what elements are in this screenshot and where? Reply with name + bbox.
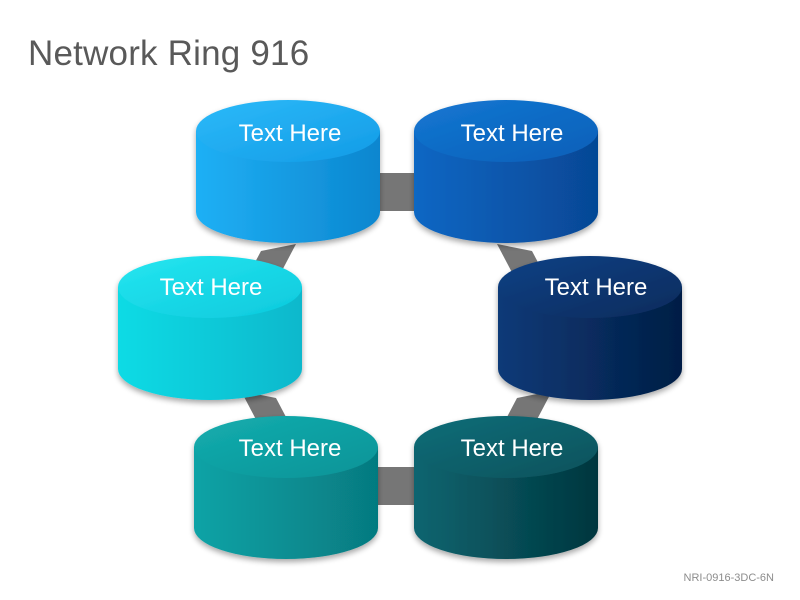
ring-node: Text Here: [414, 100, 598, 243]
cylinder-body: [414, 447, 598, 559]
ring-node: Text Here: [194, 416, 378, 559]
node-label: Text Here: [239, 120, 342, 147]
cylinder-top: [414, 416, 598, 478]
ring-node: Text Here: [498, 256, 682, 400]
connector-bottom: [372, 467, 420, 505]
slide-title: Network Ring 916: [28, 34, 310, 73]
cylinder-body: [196, 131, 380, 243]
node-label: Text Here: [461, 435, 564, 462]
cylinder-top: [414, 100, 598, 162]
cylinder-top: [118, 256, 302, 318]
ring-node: Text Here: [196, 100, 380, 243]
cylinder-top: [194, 416, 378, 478]
cylinder-top: [498, 256, 682, 318]
slide-code: NRI-0916-3DC-6N: [683, 572, 774, 584]
node-label: Text Here: [239, 435, 342, 462]
node-label: Text Here: [545, 274, 648, 301]
cylinder-body: [498, 287, 682, 400]
cylinder-top: [196, 100, 380, 162]
cylinder-body: [118, 287, 302, 400]
node-label: Text Here: [461, 120, 564, 147]
node-label: Text Here: [160, 274, 263, 301]
ring-node: Text Here: [118, 256, 302, 400]
cylinder-body: [194, 447, 378, 559]
cylinder-body: [414, 131, 598, 243]
ring-node: Text Here: [414, 416, 598, 559]
